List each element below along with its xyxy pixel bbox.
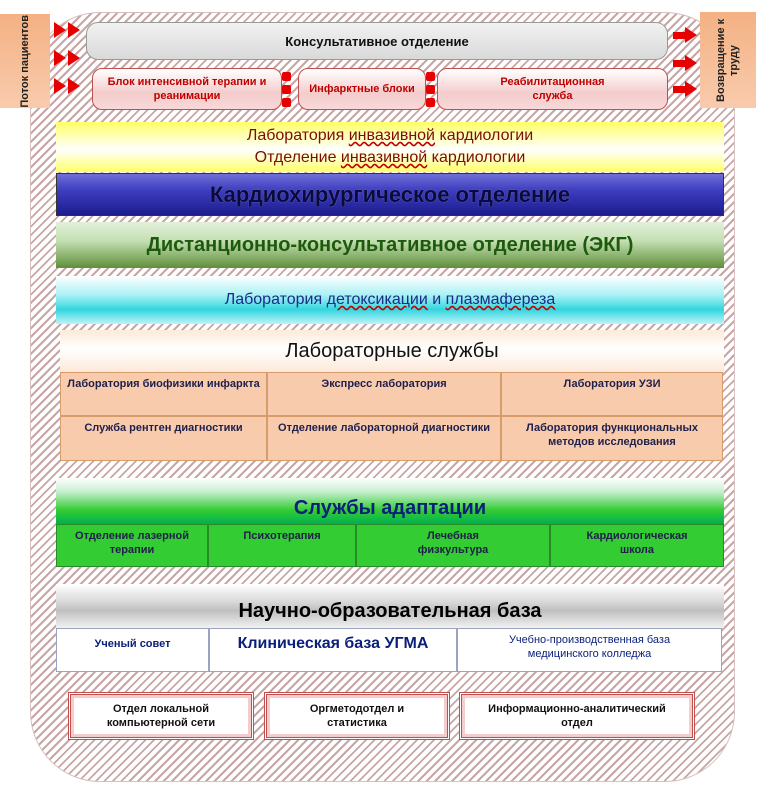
lab-cell: Служба рентген диагностики bbox=[60, 416, 267, 461]
methodology-dept: Оргметодотдел и статистика bbox=[264, 692, 450, 740]
text: Лаборатория bbox=[224, 291, 327, 308]
cardiosurgery-label: Кардиохирургическое отделение bbox=[209, 181, 571, 207]
arrow-right-icon bbox=[54, 78, 66, 94]
bottom-box-label: Оргметодотдел и статистика bbox=[309, 703, 405, 729]
lab-cell-label: Отделение лабораторной диагностики bbox=[278, 422, 490, 434]
consultative-department-label: Консультативное отделение bbox=[285, 33, 469, 49]
rehabilitation-service: Реабилитационная служба bbox=[437, 68, 668, 110]
detox-band: Лаборатория детоксикации и плазмафереза bbox=[56, 276, 724, 324]
text: детоксикации bbox=[326, 291, 428, 308]
science-header: Научно-образовательная база bbox=[56, 584, 724, 628]
lab-cell: Отделение лабораторной диагностики bbox=[267, 416, 501, 461]
arrow-right-icon bbox=[68, 50, 80, 66]
text: Лаборатория bbox=[246, 127, 349, 144]
arrow-right-icon bbox=[54, 22, 66, 38]
text: инвазивной bbox=[348, 127, 435, 144]
adaptation-cell-label: Отделение лазерной терапии bbox=[75, 530, 189, 556]
lab-services-title: Лабораторные службы bbox=[285, 339, 499, 362]
text: Отделение bbox=[254, 149, 341, 166]
analytics-dept: Информационно-аналитический отдел bbox=[459, 692, 695, 740]
lab-cell: Лаборатория УЗИ bbox=[501, 372, 723, 416]
adaptation-cell: Кардиологическая школа bbox=[550, 524, 724, 567]
return-to-work-label: Возвращение к труду bbox=[715, 18, 740, 102]
intensive-care-label: Блок интенсивной терапии и реанимации bbox=[107, 76, 267, 102]
science-cell-label: Учебно-производственная база медицинског… bbox=[508, 634, 671, 660]
lab-cell: Лаборатория функциональных методов иссле… bbox=[501, 416, 723, 461]
arrow-out-icon bbox=[673, 27, 697, 43]
distance-ecg-label: Дистанционно-консультативное отделение (… bbox=[146, 233, 634, 256]
adaptation-header: Службы адаптации bbox=[56, 478, 724, 524]
patient-flow-label: Поток пациентов bbox=[18, 14, 31, 108]
lab-cell: Лаборатория биофизики инфаркта bbox=[60, 372, 267, 416]
infarction-units: Инфарктные блоки bbox=[298, 68, 426, 110]
adaptation-title: Службы адаптации bbox=[293, 496, 487, 519]
adaptation-cell: Психотерапия bbox=[208, 524, 356, 567]
text: и bbox=[427, 291, 446, 308]
lab-cell-label: Лаборатория биофизики инфаркта bbox=[67, 378, 260, 390]
local-network-dept: Отдел локальной компьютерной сети bbox=[68, 692, 254, 740]
consultative-department: Консультативное отделение bbox=[86, 22, 668, 60]
science-cell-label: Клиническая база УГМА bbox=[237, 635, 429, 652]
patient-flow-box: Поток пациентов bbox=[0, 14, 50, 108]
connector-notch bbox=[426, 85, 435, 94]
lab-cell: Экспресс лаборатория bbox=[267, 372, 501, 416]
adaptation-cell-label: Кардиологическая школа bbox=[586, 530, 688, 556]
adaptation-cell-label: Лечебная физкультура bbox=[417, 530, 489, 556]
lab-services-header: Лабораторные службы bbox=[60, 330, 724, 372]
connector-notch bbox=[282, 85, 291, 94]
science-title: Научно-образовательная база bbox=[238, 599, 542, 622]
arrow-out-icon bbox=[673, 55, 697, 71]
text: кардиологии bbox=[427, 149, 526, 166]
invasive-dept-line: Отделение инвазивной кардиологии bbox=[255, 147, 526, 169]
lab-cell-label: Лаборатория УЗИ bbox=[563, 378, 661, 390]
adaptation-cell: Лечебная физкультура bbox=[356, 524, 550, 567]
detox-label: Лаборатория детоксикации и плазмафереза bbox=[225, 291, 556, 309]
rehabilitation-service-label: Реабилитационная служба bbox=[500, 76, 605, 102]
science-cell: Учебно-производственная база медицинског… bbox=[457, 628, 722, 672]
adaptation-cell: Отделение лазерной терапии bbox=[56, 524, 208, 567]
return-to-work-box: Возвращение к труду bbox=[700, 12, 756, 108]
arrow-right-icon bbox=[68, 78, 80, 94]
intensive-care-unit: Блок интенсивной терапии и реанимации bbox=[92, 68, 282, 110]
science-cell: Ученый совет bbox=[56, 628, 209, 672]
text: плазмафереза bbox=[445, 291, 556, 308]
arrow-out-icon bbox=[673, 81, 697, 97]
invasive-lab-line: Лаборатория инвазивной кардиологии bbox=[247, 125, 533, 147]
arrow-right-icon bbox=[54, 50, 66, 66]
lab-cell-label: Экспресс лаборатория bbox=[321, 378, 447, 390]
arrow-right-icon bbox=[68, 22, 80, 38]
bottom-box-label: Отдел локальной компьютерной сети bbox=[106, 703, 216, 729]
connector-notch bbox=[282, 72, 291, 81]
invasive-cardiology-band: Лаборатория инвазивной кардиологии Отдел… bbox=[56, 122, 724, 172]
adaptation-cell-label: Психотерапия bbox=[243, 530, 321, 542]
cardiosurgery-band: Кардиохирургическое отделение bbox=[56, 173, 724, 216]
connector-notch bbox=[282, 98, 291, 107]
text: кардиологии bbox=[435, 127, 534, 144]
connector-notch bbox=[426, 98, 435, 107]
lab-cell-label: Служба рентген диагностики bbox=[84, 422, 243, 434]
text: инвазивной bbox=[340, 149, 428, 166]
lab-cell-label: Лаборатория функциональных методов иссле… bbox=[525, 422, 699, 448]
infarction-units-label: Инфарктные блоки bbox=[309, 83, 415, 95]
distance-ecg-band: Дистанционно-консультативное отделение (… bbox=[56, 222, 724, 268]
science-cell-label: Ученый совет bbox=[94, 638, 171, 650]
science-cell: Клиническая база УГМА bbox=[209, 628, 457, 672]
bottom-box-label: Информационно-аналитический отдел bbox=[488, 703, 666, 729]
connector-notch bbox=[426, 72, 435, 81]
